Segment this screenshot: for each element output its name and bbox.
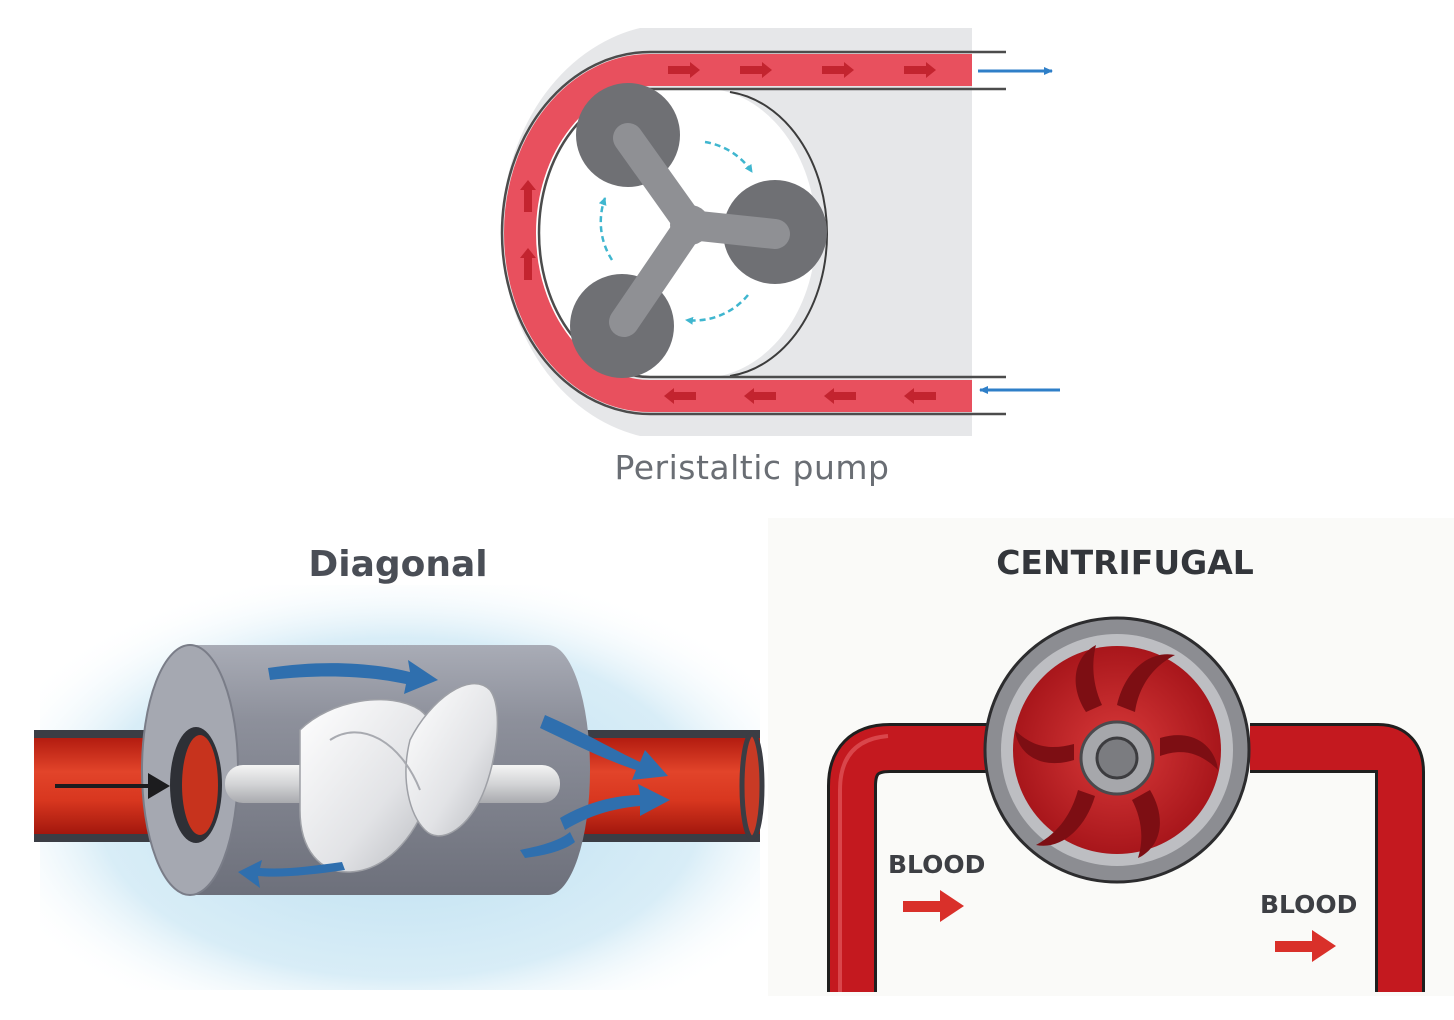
blood-outlet-arrow-icon [1275, 930, 1336, 962]
helical-impeller-icon [299, 683, 499, 873]
centrifugal-pump-panel [768, 518, 1454, 996]
blood-outlet-label: BLOOD [1260, 890, 1358, 919]
diagonal-pump-panel [34, 585, 765, 990]
tube-flow-arrows [520, 62, 936, 404]
blood-inlet-arrow-icon [903, 890, 964, 922]
blood-circuit-pipe [827, 723, 1425, 992]
rotation-arrow-icon [598, 140, 754, 325]
impeller-icon [1015, 645, 1218, 858]
peristaltic-pump-panel [500, 28, 1060, 436]
peristaltic-tube [504, 54, 972, 412]
rotor [570, 83, 827, 378]
diagonal-pump-caption: Diagonal [308, 544, 488, 585]
centrifugal-pump-caption: CENTRIFUGAL [996, 543, 1254, 582]
blood-inlet-label: BLOOD [888, 850, 986, 879]
peristaltic-pump-caption: Peristaltic pump [614, 448, 890, 487]
inlet-flow-arrow-icon [55, 773, 170, 799]
flow-arrow-icon [238, 660, 670, 888]
